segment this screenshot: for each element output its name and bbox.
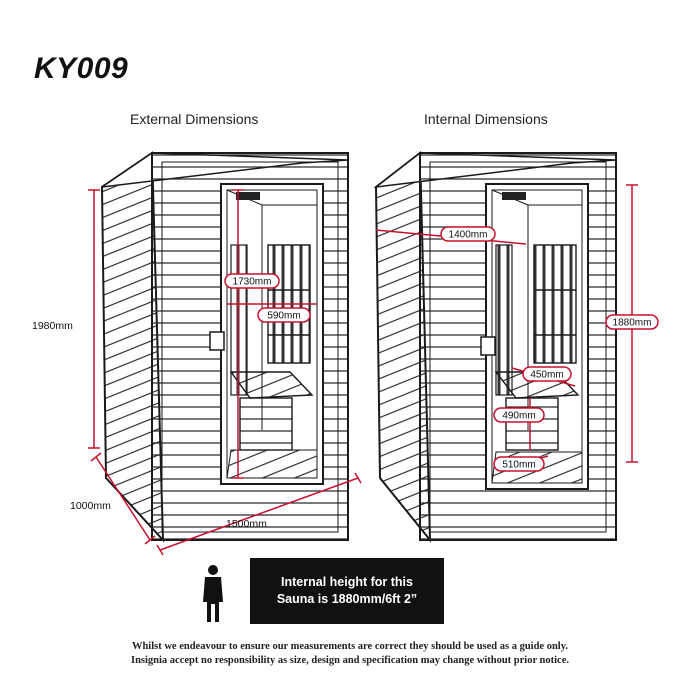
door-height-label: 1730mm (233, 277, 272, 288)
internal-sauna-drawing (373, 151, 617, 543)
external-depth-label: 1000mm (70, 500, 111, 512)
bench-height-label: 490mm (502, 411, 535, 422)
banner-line-2: Sauna is 1880mm/6ft 2” (276, 592, 418, 606)
floor-depth-pill: 510mm (493, 456, 545, 472)
bench-depth-label: 450mm (530, 370, 563, 381)
bench-height-pill: 490mm (493, 407, 545, 423)
internal-width-label: 1400mm (449, 230, 488, 241)
door-width-pill: 590mm (257, 307, 311, 323)
floor-depth-label: 510mm (502, 460, 535, 471)
internal-height-label: 1880mm (613, 318, 652, 329)
bench-depth-pill: 450mm (522, 366, 572, 382)
door-height-pill: 1730mm (224, 273, 280, 289)
internal-heading: Internal Dimensions (424, 111, 548, 127)
model-title: KY009 (34, 52, 129, 85)
banner-line-1: Internal height for this (281, 575, 413, 589)
external-width-label: 1500mm (226, 518, 267, 530)
external-height-label: 1980mm (32, 320, 73, 332)
disclaimer-line-2: Insignia accept no responsibility as siz… (130, 655, 569, 666)
internal-height-banner: Internal height for this Sauna is 1880mm… (250, 558, 444, 624)
internal-height-pill: 1880mm (605, 314, 659, 330)
external-heading: External Dimensions (130, 111, 259, 127)
disclaimer-line-1: Whilst we endeavour to ensure our measur… (131, 641, 569, 652)
internal-width-pill: 1400mm (440, 226, 496, 242)
door-width-label: 590mm (267, 311, 300, 322)
person-silhouette-icon (203, 565, 223, 622)
external-sauna-drawing (100, 151, 349, 543)
